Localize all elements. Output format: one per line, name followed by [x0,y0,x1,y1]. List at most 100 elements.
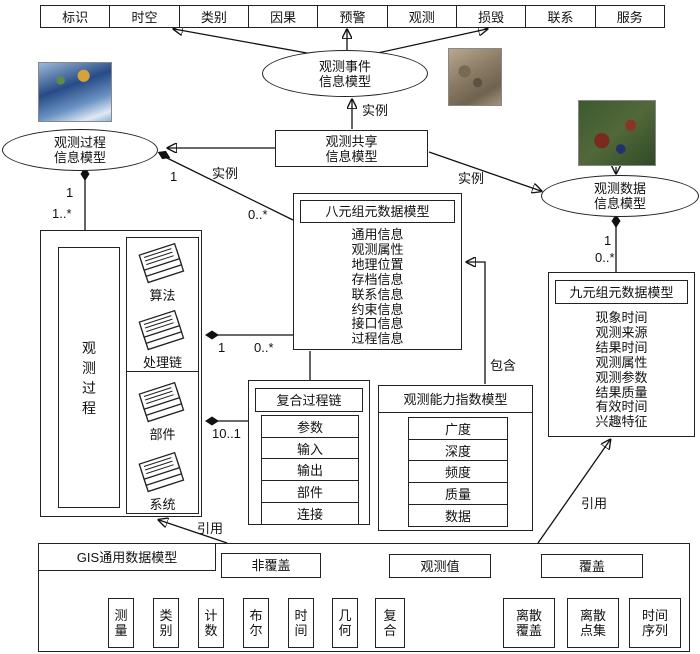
capability-index-title: 观测能力指数模型 [379,386,532,413]
type-discrete-points-label: 离散点集 [579,608,606,638]
node-event-info-model: 观测事件 信息模型 [262,50,428,97]
composite-chain-cell: 参数 [261,414,359,438]
class-cell-guance: 观测 [386,6,456,27]
nine-tuple-item: 兴趣特征 [595,414,648,430]
label-instance-top: 实例 [362,103,389,118]
type-composite: 复合 [375,598,405,648]
gis-model-title: GIS通用数据模型 [39,544,216,571]
node-capability-index: 观测能力指数模型 广度 深度 频度 质量 数据 [378,385,533,531]
class-cell-yinguo: 因果 [247,6,317,27]
observation-process-label-box: 观测过程 [58,247,120,508]
doc-stack-icon [138,242,184,283]
section-algorithm: 算法 [127,238,198,304]
type-count: 计数 [198,598,224,648]
type-category-label: 类别 [159,608,173,638]
node-eight-tuple-model: 八元组元数据模型 通用信息 观测属性 地理位置 存档信息 联系信息 约束信息 接… [293,193,462,350]
type-category: 类别 [153,598,179,648]
type-discrete-points: 离散点集 [567,598,619,648]
class-cell-yujing: 预警 [317,6,386,27]
composite-chain-cells: 参数 输入 输出 部件 连接 [261,414,359,526]
node-process-line1: 观测过程 [53,135,106,150]
label-instance-left: 实例 [212,166,239,181]
class-cell-sunhui: 损毁 [455,6,525,27]
node-process-line2: 信息模型 [53,150,106,165]
mult-process-many: 1..* [52,206,72,221]
section-system-label: 系统 [149,496,176,512]
type-time-series: 时间序列 [629,598,681,648]
capability-cell: 质量 [408,482,508,506]
capability-cell: 数据 [408,504,508,528]
mult-nine-1: 1 [604,233,612,248]
node-data-info-model: 观测数据 信息模型 [541,175,699,217]
type-time: 时间 [288,598,314,648]
composite-chain-cell: 输出 [261,458,359,482]
eight-tuple-item: 接口信息 [351,316,404,332]
capability-cell: 频度 [408,460,508,484]
class-cell-lianxi: 联系 [525,6,594,27]
eight-tuple-item: 存档信息 [351,271,404,287]
type-time-series-label: 时间序列 [641,608,668,638]
type-boolean: 布尔 [243,598,269,648]
nine-tuple-item: 结果时间 [595,339,648,355]
node-observation-value: 观测值 [389,554,491,578]
observation-process-column: 算法 处理链 部件 系统 [126,237,199,514]
label-instance-right: 实例 [458,171,485,186]
type-discrete-coverage-label: 离散覆盖 [515,608,542,638]
eight-tuple-item: 约束信息 [351,301,404,317]
class-cell-shikong: 时空 [109,6,178,27]
eight-tuple-item: 地理位置 [351,256,404,272]
nine-tuple-item: 有效时间 [595,399,648,415]
section-component-label: 部件 [149,426,176,442]
node-share-line2: 信息模型 [325,148,378,164]
node-event-line1: 观测事件 [318,58,371,74]
mult-chain-10: 10..1 [212,426,241,441]
eight-tuple-item: 过程信息 [351,331,404,347]
section-system: 系统 [127,443,198,513]
type-composite-label: 复合 [383,608,397,638]
node-share-info-model: 观测共享 信息模型 [275,130,428,167]
doc-stack-icon [138,310,184,351]
doc-stack-icon [138,451,184,493]
nine-tuple-title: 九元组元数据模型 [555,280,688,304]
section-component: 部件 [127,371,198,442]
composite-chain-cell: 连接 [261,502,359,526]
capability-cell: 深度 [408,438,508,462]
diamond-process-box-1 [205,330,219,340]
nine-tuple-item: 现象时间 [595,310,648,325]
type-discrete-coverage: 离散覆盖 [503,598,555,648]
nine-tuple-item: 观测属性 [595,354,648,370]
composite-chain-cell: 输入 [261,436,359,460]
doc-stack-icon [138,381,184,422]
mult-eight-many: 0..* [248,207,268,222]
mult-chain-many: 0..* [254,340,274,355]
node-gis-model: GIS通用数据模型 非覆盖 观测值 覆盖 测量 类别 计数 布尔 时间 几何 复… [38,543,690,652]
node-observation-process: 观测过程 算法 处理链 部件 系统 [40,230,202,517]
type-geometry: 几何 [332,598,358,648]
capability-cell: 广度 [408,416,508,440]
eight-tuple-item: 观测属性 [351,241,404,257]
mult-eight-1: 1 [170,169,178,184]
composite-chain-cell: 部件 [261,480,359,504]
eight-tuple-item: 联系信息 [351,286,404,302]
edge-event-to-shikong [174,29,319,56]
observation-process-label: 观测过程 [82,339,96,416]
mult-nine-many: 0..* [595,250,615,265]
node-composite-chain: 复合过程链 参数 输入 输出 部件 连接 [248,380,370,526]
satellite-photo [38,62,112,122]
nine-tuple-item: 结果质量 [595,384,648,400]
label-reference-right: 引用 [581,496,608,511]
class-cell-biaoshi: 标识 [62,10,89,25]
edge-reference-right [537,440,610,544]
type-count-label: 计数 [204,608,218,638]
label-reference-left: 引用 [197,521,224,536]
type-measure-label: 测量 [114,608,128,638]
nine-tuple-items: 现象时间 观测来源 结果时间 观测属性 观测参数 结果质量 有效时间 兴趣特征 [549,310,694,430]
class-cell-leibie: 类别 [178,6,248,27]
type-geometry-label: 几何 [338,608,352,638]
diamond-process-box-2 [205,416,219,426]
mult-chain-1: 1 [218,340,226,355]
type-time-label: 时间 [294,608,308,638]
nine-tuple-item: 观测参数 [595,369,648,385]
edge-instance-right [428,151,541,191]
